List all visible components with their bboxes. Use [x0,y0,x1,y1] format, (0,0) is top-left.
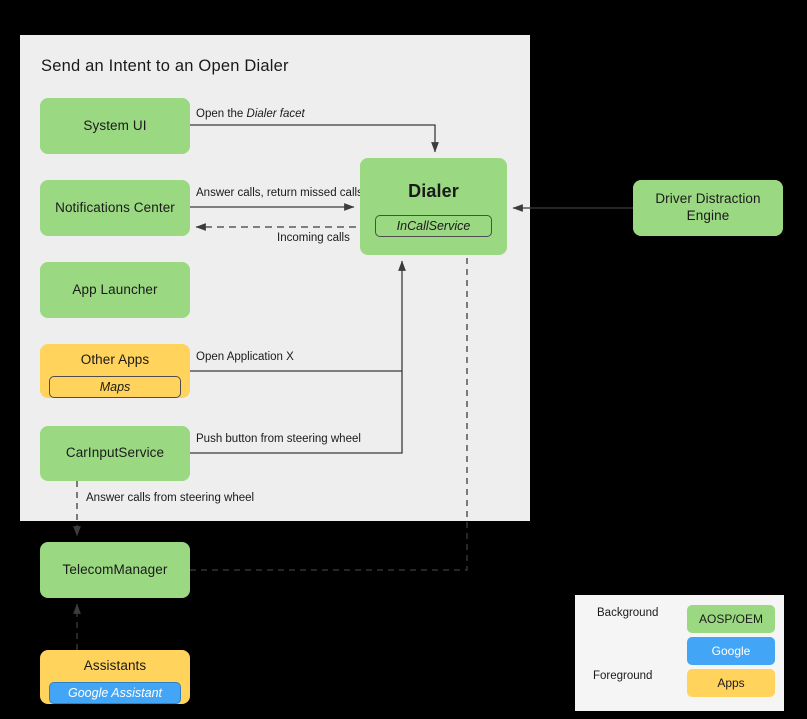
node-app-launcher-label: App Launcher [72,281,158,297]
node-assistants-label: Assistants [83,658,147,673]
edge-label-prefix: Open the [196,108,247,120]
page-title: Send an Intent to an Open Dialer [41,57,289,75]
node-driver-distraction-engine-label-line1: Driver Distraction [655,191,761,207]
node-other-apps[interactable]: Other Apps Maps [40,344,190,398]
node-car-input-service-label: CarInputService [65,445,165,461]
node-other-apps-sub-maps[interactable]: Maps [49,375,181,398]
node-app-launcher[interactable]: App Launcher [40,262,190,318]
legend-chip-apps[interactable]: Apps [687,669,775,697]
legend-chip-aosp-oem[interactable]: AOSP/OEM [687,605,775,633]
edge-label-push-button-steering-wheel: Push button from steering wheel [196,433,361,445]
node-other-apps-label: Other Apps [80,352,150,367]
node-notifications-center[interactable]: Notifications Center [40,180,190,236]
node-assistants-sub-google-assistant[interactable]: Google Assistant [49,681,181,704]
edge-label-answer-calls: Answer calls, return missed calls [196,187,363,199]
node-notifications-center-label: Notifications Center [55,199,175,215]
node-driver-distraction-engine-label-line2: Engine [686,208,730,223]
node-system-ui[interactable]: System UI [40,98,190,154]
node-dialer-label: Dialer [408,181,459,201]
legend-foreground-label: Foreground [593,670,653,682]
node-dialer-sub-incallservice[interactable]: InCallService [375,214,492,237]
node-telecom-manager[interactable]: TelecomManager [40,542,190,598]
node-driver-distraction-engine[interactable]: Driver Distraction Engine [633,180,783,236]
node-assistants[interactable]: Assistants Google Assistant [40,650,190,704]
node-dialer[interactable]: Dialer InCallService [360,158,507,255]
legend-chip-google[interactable]: Google [687,637,775,665]
edge-label-open-dialer-facet: Open the Dialer facet [196,108,305,121]
edge-label-incoming-calls: Incoming calls [277,232,350,244]
edge-label-answer-calls-steering-wheel: Answer calls from steering wheel [86,492,255,504]
legend-background-label: Background [597,607,659,619]
node-system-ui-label: System UI [83,117,147,133]
node-car-input-service[interactable]: CarInputService [40,426,190,481]
edge-label-italic: Dialer facet [246,108,305,120]
edge-label-open-application-x: Open Application X [196,351,294,363]
node-telecom-manager-label: TelecomManager [62,561,168,577]
